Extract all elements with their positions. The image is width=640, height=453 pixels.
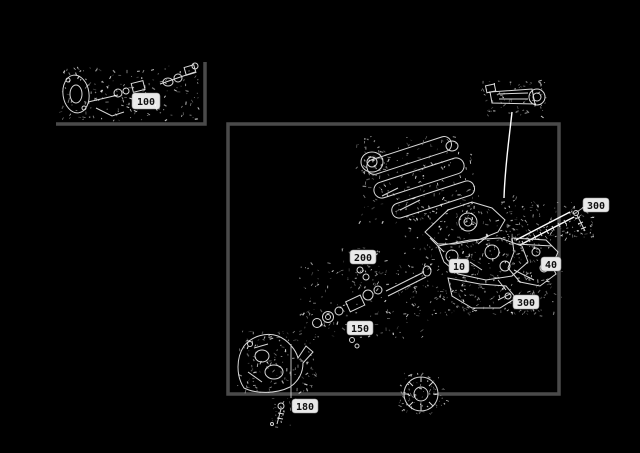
callout-200[interactable]: 200 xyxy=(349,249,377,265)
callout-150[interactable]: 150 xyxy=(346,320,374,336)
support-bracket-art xyxy=(497,237,559,301)
callout-box[interactable] xyxy=(448,258,470,274)
callout-label: 10 xyxy=(453,262,465,273)
main-panel-border xyxy=(226,122,561,396)
callout-label: 100 xyxy=(137,97,155,108)
callout-10[interactable]: 10 xyxy=(448,258,470,274)
bolt-art-180 xyxy=(270,402,285,426)
callout-box[interactable] xyxy=(349,249,377,265)
callout-label: 40 xyxy=(545,260,557,271)
callout-100[interactable]: 100 xyxy=(131,92,161,110)
bolt-art-300 xyxy=(573,210,587,232)
callout-40[interactable]: 40 xyxy=(540,256,562,272)
callout-300-lower[interactable]: 300 xyxy=(512,294,540,310)
callout-box[interactable] xyxy=(540,256,562,272)
inset-shaft-assembly-art xyxy=(62,62,199,117)
lower-housing-art xyxy=(237,333,314,393)
speckle-layer xyxy=(58,65,595,429)
callout-label: 180 xyxy=(296,402,314,413)
callout-box[interactable] xyxy=(346,320,374,336)
callout-box[interactable] xyxy=(291,398,319,414)
callout-box[interactable] xyxy=(131,92,161,110)
bottom-washer-art xyxy=(403,376,439,412)
tilt-lever-art xyxy=(484,83,546,106)
column-cover-art xyxy=(360,136,476,219)
callout-180[interactable]: 180 xyxy=(291,398,319,414)
callout-300-upper[interactable]: 300 xyxy=(582,197,610,213)
callout-label: 300 xyxy=(587,201,605,212)
callout-box[interactable] xyxy=(512,294,540,310)
upper-steering-shaft-art xyxy=(515,206,585,246)
callout-label: 300 xyxy=(517,298,535,309)
callout-box[interactable] xyxy=(582,197,610,213)
lock-cable-line xyxy=(503,111,513,199)
inset-panel-border xyxy=(56,62,207,126)
callout-label: 150 xyxy=(351,324,369,335)
callout-label: 200 xyxy=(354,253,372,264)
